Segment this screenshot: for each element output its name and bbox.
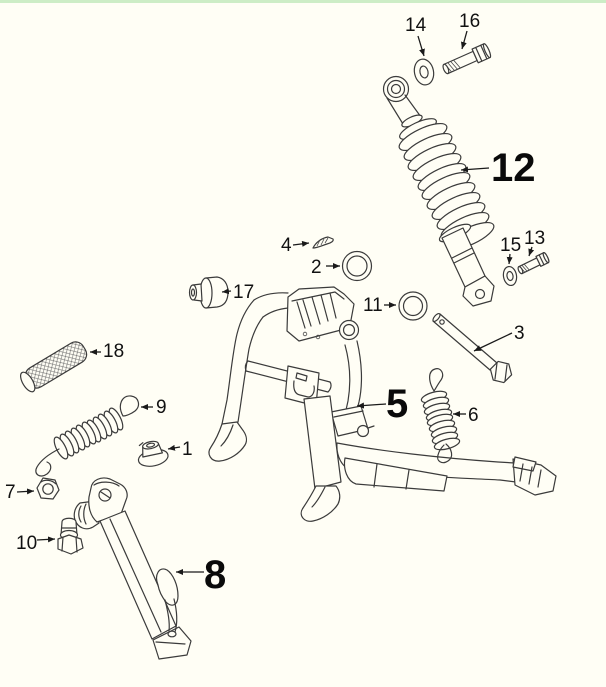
callout-15: 15 [500, 235, 521, 265]
callout-5-arrow [356, 402, 387, 409]
callout-12: 12 [460, 146, 536, 190]
part-4-clip [312, 236, 334, 249]
callout-5-label: 5 [386, 382, 408, 426]
part-3-pivot-pin [432, 312, 513, 384]
callout-14: 14 [405, 15, 427, 57]
callout-6-label: 6 [468, 405, 479, 426]
callout-10-arrow [36, 536, 56, 543]
part-6-spring [419, 368, 462, 464]
callout-1: 1 [167, 439, 193, 460]
callout-9: 9 [141, 397, 167, 418]
callout-7-label: 7 [5, 482, 16, 503]
top-border [0, 0, 606, 3]
part-17-rubber-stop [188, 276, 229, 309]
callout-3: 3 [473, 323, 525, 352]
callout-17-arrow [221, 288, 232, 295]
callout-15-label: 15 [500, 235, 521, 256]
callout-10: 10 [16, 533, 56, 554]
callout-12-label: 12 [491, 146, 536, 190]
part-10-rubber-plug [57, 517, 84, 555]
part-2-bushing-ring [341, 250, 373, 282]
part-7-hex-nut [36, 477, 60, 500]
callout-14-arrow [417, 35, 425, 57]
part-13-bolt [517, 252, 550, 275]
callout-16: 16 [459, 11, 480, 50]
callout-16-label: 16 [459, 11, 480, 32]
callout-13: 13 [524, 228, 545, 257]
callout-8: 8 [176, 553, 226, 597]
callout-3-label: 3 [514, 323, 525, 344]
callout-17: 17 [221, 282, 254, 303]
part-15-washer [502, 265, 518, 287]
callout-2-label: 2 [311, 257, 322, 278]
callout-4: 4 [281, 235, 310, 256]
part-12-shock-absorber [382, 75, 498, 307]
callout-18-label: 18 [103, 341, 124, 362]
part-9-spring [35, 395, 140, 477]
callout-4-arrow [292, 240, 310, 247]
callout-8-label: 8 [204, 553, 226, 597]
callout-18: 18 [90, 341, 124, 362]
callout-7: 7 [5, 482, 35, 503]
callouts: 14 16 12 4 2 15 [5, 11, 545, 597]
callout-3-arrow [473, 332, 513, 352]
callout-5: 5 [356, 382, 408, 426]
callout-11-label: 11 [363, 295, 383, 316]
callout-14-label: 14 [405, 15, 427, 36]
part-14-washer [413, 58, 435, 86]
callout-11: 11 [363, 295, 396, 316]
callout-13-arrow [528, 246, 535, 257]
callout-10-label: 10 [16, 533, 37, 554]
callout-17-label: 17 [233, 282, 254, 303]
callout-9-label: 9 [156, 397, 167, 418]
callout-6: 6 [453, 405, 479, 426]
part-1-rubber-buffer [137, 440, 169, 467]
callout-1-arrow [167, 444, 181, 451]
part-16-bolt [442, 43, 492, 75]
part-18-rubber-sleeve [20, 341, 88, 393]
callout-2: 2 [311, 257, 340, 278]
callout-12-arrow [460, 166, 490, 173]
callout-7-arrow [16, 488, 35, 495]
callout-16-arrow [460, 30, 468, 50]
part-5-center-stand [208, 286, 557, 522]
callout-13-label: 13 [524, 228, 545, 249]
part-11-bushing-ring [398, 291, 428, 321]
callout-15-arrow [506, 253, 513, 265]
callout-1-label: 1 [182, 439, 193, 460]
callout-4-label: 4 [281, 235, 292, 256]
part-8-side-stand [73, 477, 192, 660]
